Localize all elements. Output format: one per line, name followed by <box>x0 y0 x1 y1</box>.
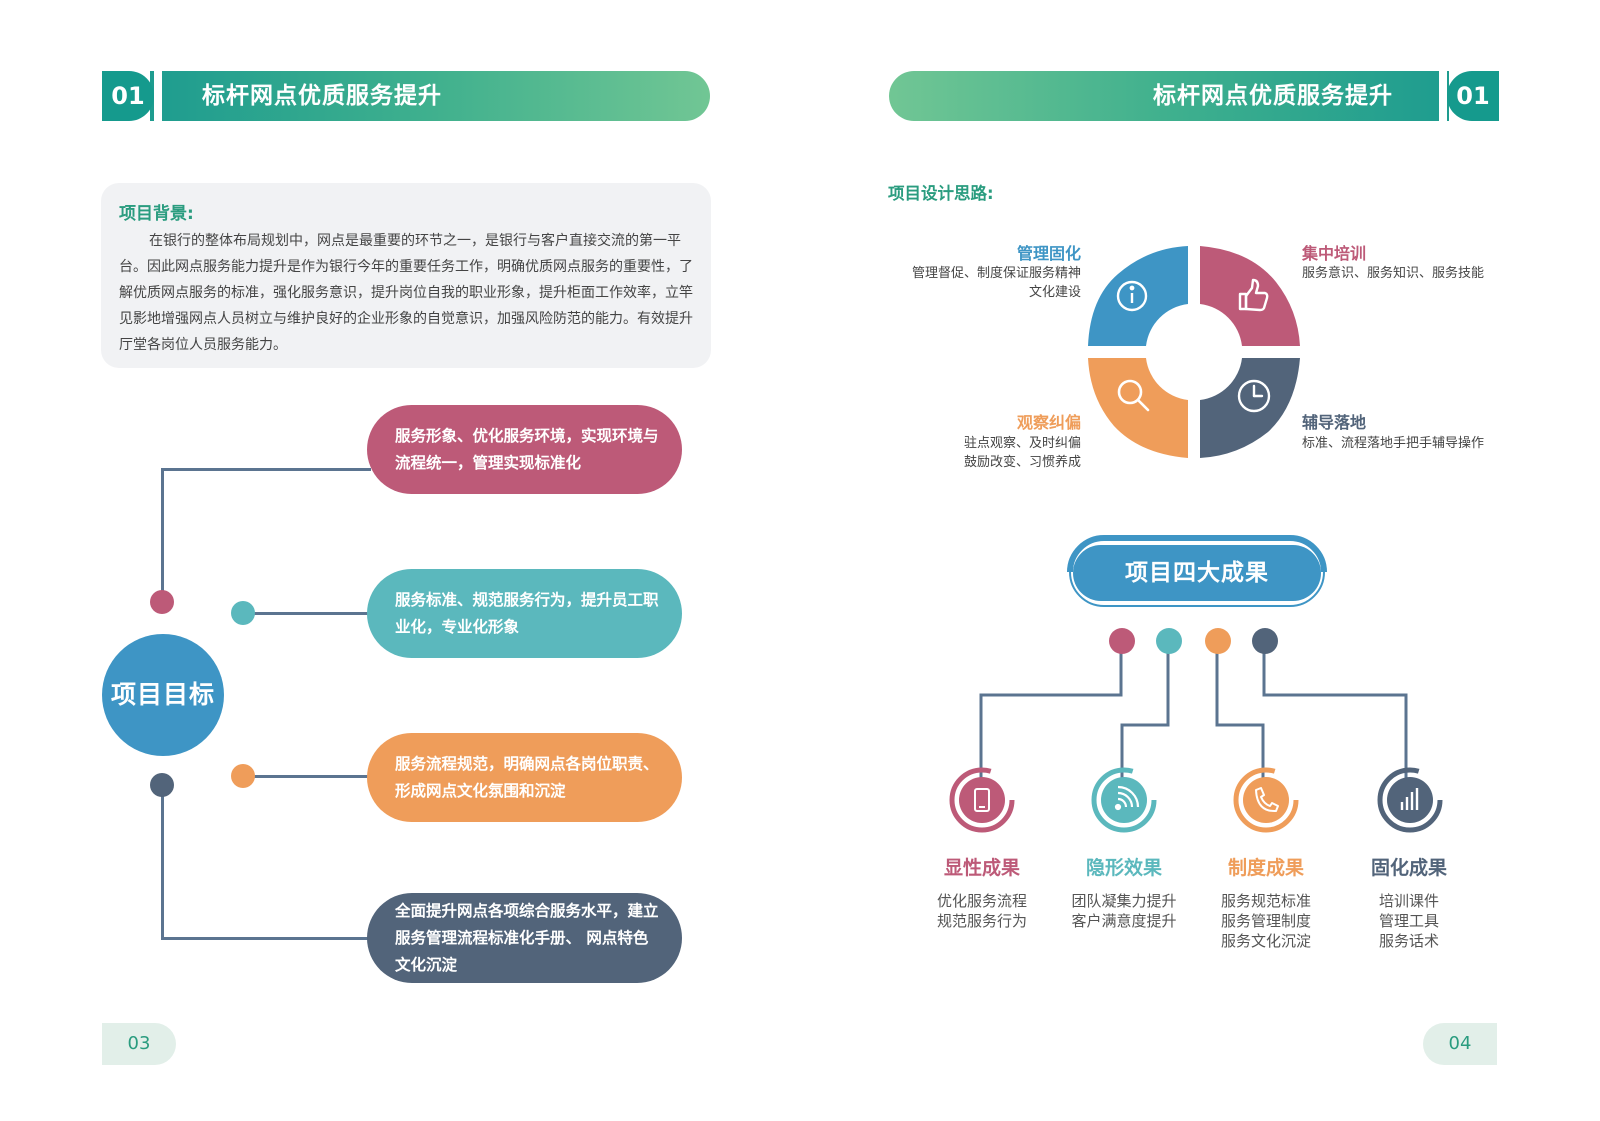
ring-segment-pink <box>1200 246 1300 346</box>
quadrant-desc-line: 标准、流程落地手把手辅导操作 <box>1302 436 1485 451</box>
page-number-left: 03 <box>102 1023 176 1065</box>
left-header-number: 01 <box>102 71 154 121</box>
result-title: 制度成果 <box>1227 857 1304 879</box>
quadrant-desc-line: 文化建设 <box>1028 285 1081 300</box>
connector-line <box>161 785 164 939</box>
result-dot <box>1109 628 1135 654</box>
quadrant-title: 观察纠偏 <box>1016 413 1081 432</box>
connector-line <box>161 468 371 471</box>
result-desc: 优化服务流程 规范服务行为 <box>912 891 1052 931</box>
result-icons <box>949 767 1443 833</box>
result-title: 固化成果 <box>1370 857 1447 879</box>
goal-dot <box>150 773 174 797</box>
quadrant-title: 辅导落地 <box>1302 413 1367 432</box>
quadrant-desc: 服务意识、服务知识、服务技能 <box>1302 264 1484 283</box>
quadrant-desc: 驻点观察、及时纠偏 鼓励改变、习惯养成 <box>964 434 1081 472</box>
background-text: 在银行的整体布局规划中，网点是最重要的环节之一，是银行与客户直接交流的第一平台。… <box>119 233 693 353</box>
results-title: 项目四大成果 <box>1073 545 1321 601</box>
goal-dot <box>150 590 174 614</box>
call-icon <box>1233 767 1299 833</box>
result-dot <box>1156 628 1182 654</box>
result-desc-line: 服务话术 <box>1378 932 1439 950</box>
phone-icon <box>949 767 1015 833</box>
result-desc-line: 服务文化沉淀 <box>1220 932 1311 950</box>
goal-pill: 服务标准、规范服务行为，提升员工职业化，专业化形象 <box>367 569 682 658</box>
quadrant-desc-line: 驻点观察、及时纠偏 <box>963 436 1081 451</box>
result-desc-line: 服务管理制度 <box>1220 912 1311 930</box>
right-header-title: 标杆网点优质服务提升 <box>1153 83 1393 109</box>
quadrant-desc-line: 管理督促、制度保证服务精神 <box>911 266 1081 281</box>
left-header-bar: 标杆网点优质服务提升 <box>150 71 710 121</box>
bar-chart-icon <box>1377 767 1443 833</box>
wifi-icon <box>1091 767 1157 833</box>
result-desc-line: 管理工具 <box>1378 912 1439 930</box>
result-title: 显性成果 <box>943 857 1020 879</box>
quadrant-desc: 管理督促、制度保证服务精神 文化建设 <box>912 264 1081 302</box>
quadrant-title: 集中培训 <box>1302 244 1367 263</box>
result-desc-line: 服务规范标准 <box>1220 892 1311 910</box>
goal-text: 服务流程规范，明确网点各岗位职责、形成网点文化氛围和沉淀 <box>395 754 659 800</box>
quadrant-desc: 标准、流程落地手把手辅导操作 <box>1302 434 1484 453</box>
left-header-divider <box>154 71 162 121</box>
results-connectors <box>979 640 1408 778</box>
connector-line <box>242 612 371 615</box>
ring-segment-orange <box>1088 358 1188 458</box>
goal-pill: 服务形象、优化服务环境，实现环境与流程统一，管理实现标准化 <box>367 405 682 494</box>
right-header-bar: 标杆网点优质服务提升 <box>889 71 1449 121</box>
goal-dot <box>231 601 255 625</box>
background-box: 项目背景: 在银行的整体布局规划中，网点是最重要的环节之一，是银行与客户直接交流… <box>101 183 711 368</box>
result-title: 隐形效果 <box>1085 857 1162 879</box>
connector-line <box>161 469 164 600</box>
goal-text: 服务形象、优化服务环境，实现环境与流程统一，管理实现标准化 <box>395 426 659 472</box>
page-number-right: 04 <box>1423 1023 1497 1065</box>
info-icon <box>1116 280 1148 312</box>
result-desc-line: 规范服务行为 <box>936 912 1027 930</box>
right-header-number: 01 <box>1447 71 1499 121</box>
left-header-title: 标杆网点优质服务提升 <box>202 83 442 109</box>
result-dot <box>1205 628 1231 654</box>
results-title-frame <box>1067 535 1327 607</box>
ring-segment-blue <box>1088 246 1188 346</box>
goal-pill: 全面提升网点各项综合服务水平，建立服务管理流程标准化手册、 网点特色文化沉淀 <box>367 893 682 983</box>
connector-line <box>242 775 371 778</box>
background-label: 项目背景: <box>119 204 194 224</box>
clock-icon <box>1237 379 1271 413</box>
goal-pill: 服务流程规范，明确网点各岗位职责、形成网点文化氛围和沉淀 <box>367 733 682 822</box>
result-desc: 团队凝集力提升 客户满意度提升 <box>1054 891 1194 931</box>
ring-segment-slate <box>1200 358 1300 458</box>
search-icon <box>1117 379 1150 412</box>
result-desc-line: 客户满意度提升 <box>1071 912 1177 930</box>
result-desc: 服务规范标准 服务管理制度 服务文化沉淀 <box>1196 891 1336 951</box>
left-header-banner: 标杆网点优质服务提升 01 <box>102 71 712 121</box>
result-desc-line: 培训课件 <box>1378 892 1439 910</box>
quadrant-desc-line: 鼓励改变、习惯养成 <box>963 455 1081 470</box>
design-ring <box>1088 246 1300 458</box>
thumbs-up-icon <box>1238 278 1269 312</box>
result-desc-line: 团队凝集力提升 <box>1071 892 1177 910</box>
connector-line <box>161 937 371 940</box>
goal-text: 全面提升网点各项综合服务水平，建立服务管理流程标准化手册、 网点特色文化沉淀 <box>395 901 659 974</box>
right-header-divider <box>1439 71 1447 121</box>
quadrant-title: 管理固化 <box>1016 244 1081 263</box>
quadrant-desc-line: 服务意识、服务知识、服务技能 <box>1302 266 1485 281</box>
design-label: 项目设计思路: <box>888 184 994 203</box>
goal-center-circle: 项目目标 <box>102 634 224 756</box>
result-dot <box>1252 628 1278 654</box>
right-header-banner: 标杆网点优质服务提升 01 <box>889 71 1499 121</box>
result-desc: 培训课件 管理工具 服务话术 <box>1339 891 1479 951</box>
result-desc-line: 优化服务流程 <box>936 892 1027 910</box>
goal-text: 服务标准、规范服务行为，提升员工职业化，专业化形象 <box>395 590 659 636</box>
goal-dot <box>231 764 255 788</box>
